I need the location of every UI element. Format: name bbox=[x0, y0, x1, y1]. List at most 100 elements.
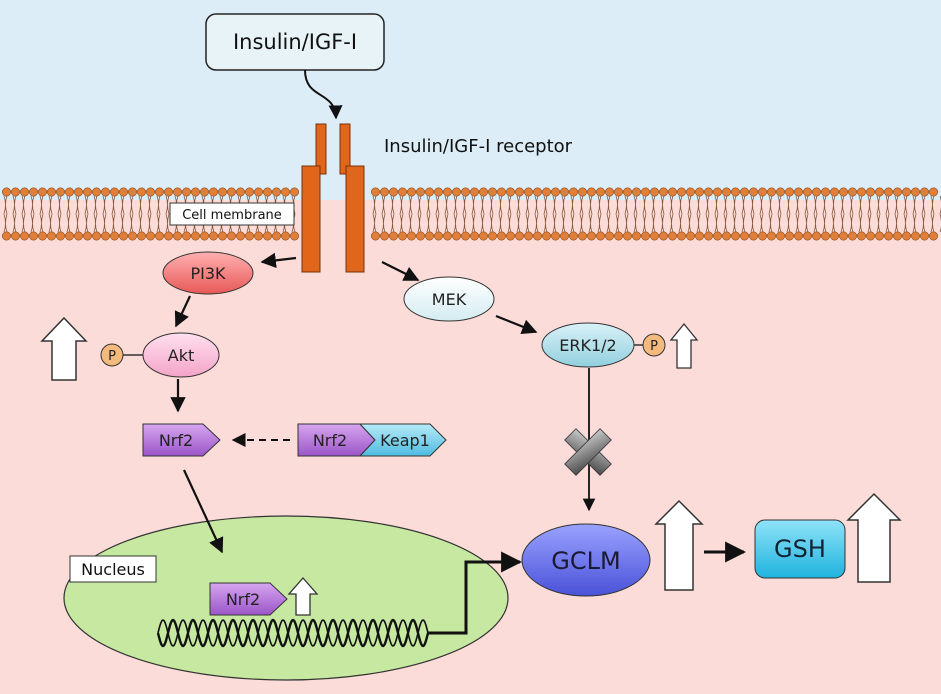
lipid-head bbox=[631, 231, 641, 241]
lipid-head bbox=[748, 231, 758, 241]
lipid-head bbox=[685, 187, 695, 197]
lipid-head bbox=[928, 231, 938, 241]
lipid-head bbox=[388, 187, 398, 197]
lipid-head bbox=[155, 187, 165, 197]
lipid-head bbox=[757, 231, 767, 241]
lipid-head bbox=[532, 187, 542, 197]
lipid-head bbox=[568, 231, 578, 241]
lipid-head bbox=[119, 231, 129, 241]
lipid-head bbox=[640, 187, 650, 197]
lipid-head bbox=[739, 187, 749, 197]
dna-strand bbox=[156, 618, 430, 648]
lipid-head bbox=[2, 187, 11, 197]
lipid-head bbox=[874, 231, 884, 241]
akt-phospho-label: P bbox=[108, 349, 116, 364]
pi3k-node bbox=[162, 251, 254, 295]
lipid-head bbox=[766, 231, 776, 241]
lipid-head bbox=[676, 231, 686, 241]
lipid-head bbox=[236, 187, 246, 197]
extracellular-space bbox=[0, 0, 941, 200]
lipid-head bbox=[829, 231, 839, 241]
lipid-head bbox=[92, 187, 102, 197]
lipid-head bbox=[838, 187, 848, 197]
lipid-head bbox=[227, 187, 237, 197]
lipid-head bbox=[631, 187, 641, 197]
lipid-head bbox=[37, 187, 47, 197]
lipid-head bbox=[604, 187, 614, 197]
lipid-head bbox=[110, 187, 120, 197]
arrow-receptor-to-pi3k bbox=[260, 252, 297, 269]
nrf2-complex-label: Nrf2 bbox=[313, 431, 347, 450]
lipid-head bbox=[209, 187, 219, 197]
lipid-head bbox=[784, 187, 794, 197]
lipid-head bbox=[694, 187, 704, 197]
lipid-head bbox=[119, 187, 129, 197]
nucleus-label-box bbox=[69, 555, 157, 583]
lipid-head bbox=[83, 231, 93, 241]
lipid-head bbox=[550, 231, 560, 241]
lipid-head bbox=[649, 187, 659, 197]
lipid-head bbox=[487, 231, 497, 241]
lipid-head bbox=[245, 187, 255, 197]
lipid-head bbox=[406, 187, 416, 197]
lipid-head bbox=[712, 231, 722, 241]
lipid-head bbox=[658, 231, 668, 241]
lipid-head bbox=[775, 187, 785, 197]
lipid-head bbox=[164, 231, 174, 241]
lipid-head bbox=[65, 231, 75, 241]
mek-label: MEK bbox=[432, 290, 467, 309]
gclm-label: GCLM bbox=[551, 547, 620, 575]
lipid-head bbox=[370, 231, 380, 241]
nucleus-label: Nucleus bbox=[81, 560, 145, 579]
lipid-head bbox=[83, 187, 93, 197]
akt-node bbox=[142, 332, 220, 378]
lipid-head bbox=[209, 231, 219, 241]
lipid-head bbox=[532, 231, 542, 241]
lipid-head bbox=[838, 231, 848, 241]
lipid-head bbox=[55, 231, 65, 241]
lipid-head bbox=[46, 187, 56, 197]
lipid-head bbox=[289, 187, 299, 197]
lipid-head bbox=[191, 231, 201, 241]
erk-label: ERK1/2 bbox=[559, 336, 616, 355]
lipid-head bbox=[262, 187, 272, 197]
lipid-head bbox=[730, 187, 740, 197]
lipid-head bbox=[469, 231, 479, 241]
lipid-head bbox=[892, 231, 902, 241]
pi3k-label: PI3K bbox=[190, 264, 226, 283]
akt-label: Akt bbox=[168, 346, 194, 365]
receptor-label: Insulin/IGF-I receptor bbox=[384, 136, 573, 157]
lipid-head bbox=[254, 231, 264, 241]
lipid-head bbox=[730, 231, 740, 241]
lipid-head bbox=[280, 231, 290, 241]
lipid-head bbox=[847, 187, 857, 197]
lipid-head bbox=[433, 187, 443, 197]
lipid-head bbox=[496, 231, 506, 241]
lipid-head bbox=[478, 231, 488, 241]
lipid-head bbox=[559, 187, 569, 197]
lipid-head bbox=[622, 187, 632, 197]
lipid-head bbox=[541, 231, 551, 241]
lipid-head bbox=[721, 187, 731, 197]
lipid-head bbox=[65, 187, 75, 197]
lipid-head bbox=[442, 187, 452, 197]
lipid-head bbox=[667, 187, 677, 197]
lipid-head bbox=[649, 231, 659, 241]
lipid-head bbox=[829, 187, 839, 197]
erk-phospho-label: P bbox=[650, 339, 658, 354]
gsh-node bbox=[754, 519, 846, 579]
lipid-head bbox=[451, 231, 461, 241]
lipid-head bbox=[667, 231, 677, 241]
nrf2-cyto-label: Nrf2 bbox=[159, 431, 193, 450]
nrf2-nuclear-increase-icon bbox=[287, 577, 319, 616]
ligand-binding-arrow bbox=[304, 69, 343, 120]
lipid-head bbox=[433, 231, 443, 241]
lipid-head bbox=[802, 231, 812, 241]
akt-phospho-circle bbox=[100, 343, 124, 367]
lipid-head bbox=[55, 187, 65, 197]
membrane-label-box bbox=[169, 202, 295, 226]
lipid-head bbox=[19, 187, 29, 197]
akt-increase-icon bbox=[40, 316, 88, 381]
lipid-head bbox=[478, 187, 488, 197]
